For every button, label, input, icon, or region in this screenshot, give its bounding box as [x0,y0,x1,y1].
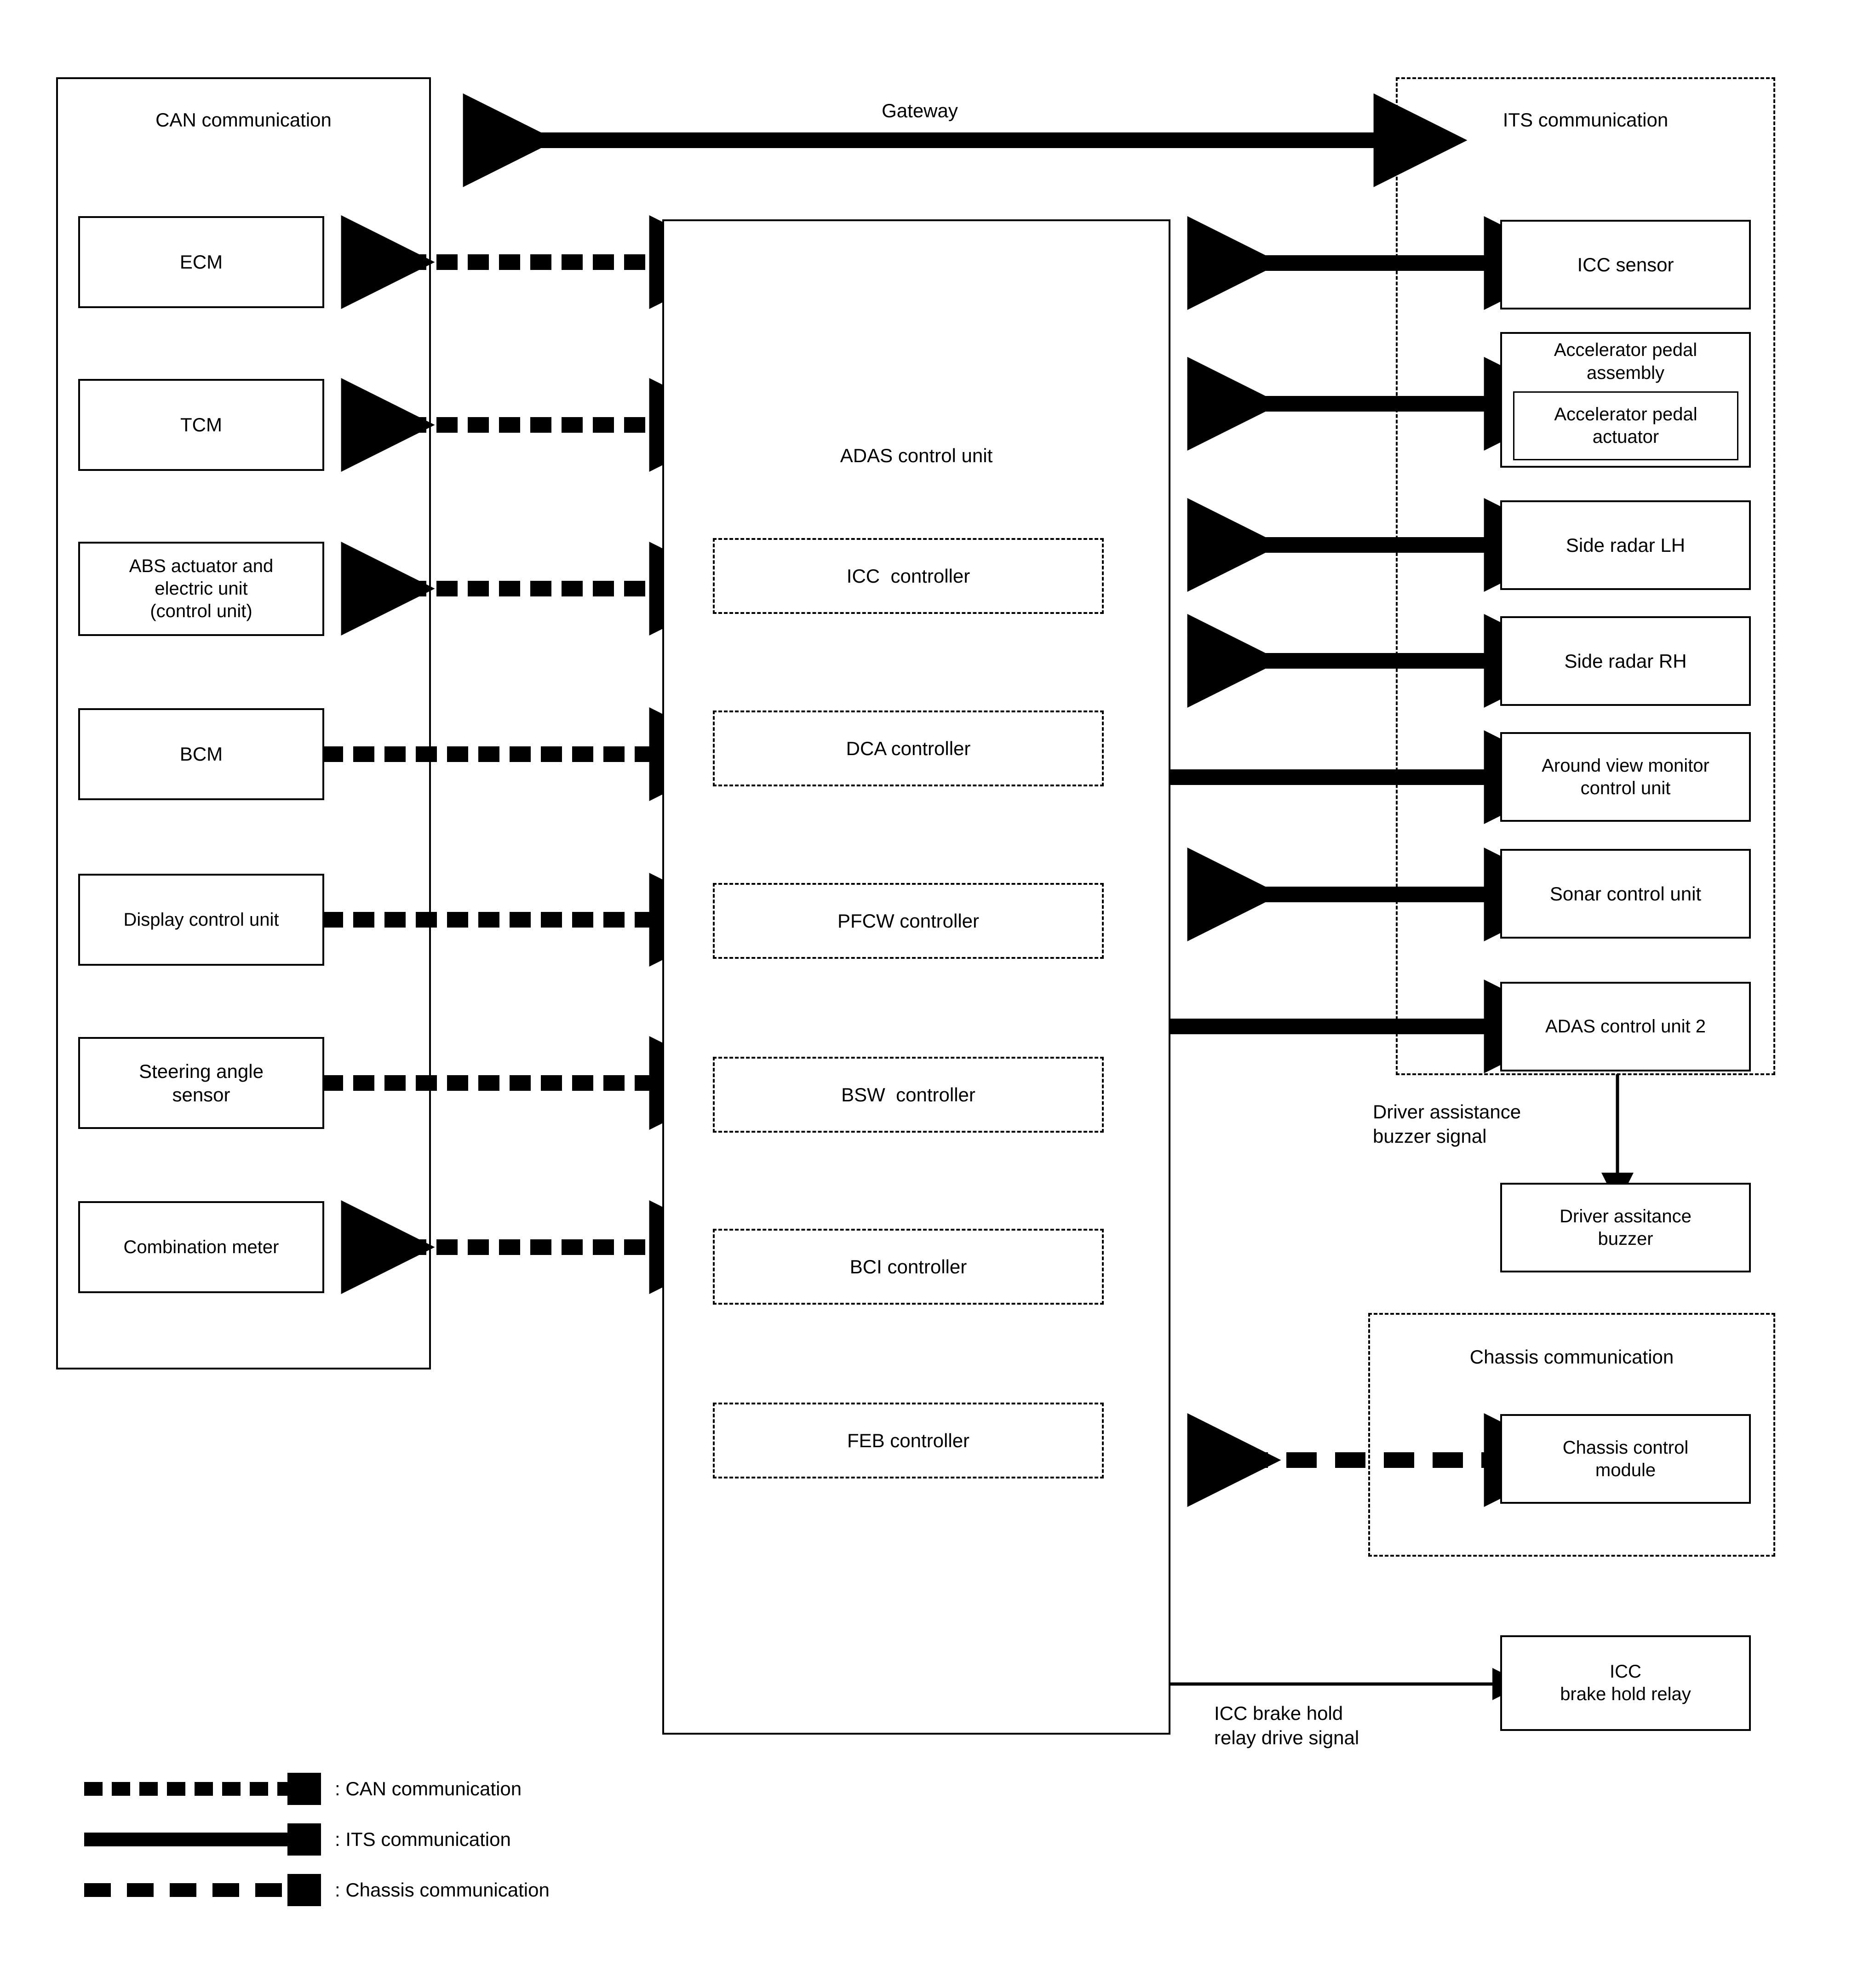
relay-signal-label: ICC brake hold relay drive signal [1214,1702,1359,1748]
node-accelerator-pedal-assembly[interactable]: Accelerator pedal assembly Accelerator p… [1500,332,1751,468]
buzzer-signal-label: Driver assistance buzzer signal [1373,1101,1521,1147]
node-driver-assistance-buzzer[interactable]: Driver assitance buzzer [1500,1183,1751,1272]
node-around-view-monitor-label: Around view monitor control unit [1542,755,1709,798]
controller-bci[interactable]: BCI controller [713,1229,1104,1305]
node-accelerator-pedal-actuator-label: Accelerator pedal actuator [1554,404,1697,447]
node-icc-sensor[interactable]: ICC sensor [1500,220,1751,309]
node-side-radar-rh[interactable]: Side radar RH [1500,616,1751,706]
adas-control-unit-title: ADAS control unit [840,445,993,466]
node-tcm-label: TCM [180,414,222,436]
legend-row-its: : ITS communication [82,1823,511,1856]
node-abs-actuator-label: ABS actuator and electric unit (control … [129,556,274,621]
controller-dca-label: DCA controller [846,737,971,759]
node-adas-control-unit-2-label: ADAS control unit 2 [1545,1016,1706,1037]
node-bcm[interactable]: BCM [78,708,324,800]
group-can-label: CAN communication [155,109,332,131]
group-chassis-communication [1368,1313,1775,1557]
legend-its-label: : ITS communication [335,1828,511,1850]
controller-dca[interactable]: DCA controller [713,710,1104,786]
node-abs-actuator[interactable]: ABS actuator and electric unit (control … [78,542,324,636]
group-chassis-label: Chassis communication [1469,1346,1674,1368]
group-its-communication [1396,77,1775,1075]
node-sonar-control-unit-label: Sonar control unit [1549,882,1702,905]
node-display-control-unit-label: Display control unit [123,909,279,930]
node-chassis-control-module[interactable]: Chassis control module [1500,1414,1751,1504]
controller-bsw[interactable]: BSW controller [713,1057,1104,1133]
node-steering-angle-sensor[interactable]: Steering angle sensor [78,1037,324,1129]
node-ecm-label: ECM [179,251,223,273]
node-driver-assistance-buzzer-label: Driver assitance buzzer [1560,1206,1692,1249]
node-side-radar-rh-label: Side radar RH [1564,650,1687,672]
controller-feb[interactable]: FEB controller [713,1403,1104,1478]
node-side-radar-lh-label: Side radar LH [1566,534,1686,556]
node-icc-sensor-label: ICC sensor [1577,253,1674,275]
controller-bci-label: BCI controller [849,1255,967,1278]
group-can-communication [56,77,431,1369]
legend-chassis-icon [84,1874,321,1906]
node-combination-meter-label: Combination meter [123,1237,279,1257]
node-around-view-monitor[interactable]: Around view monitor control unit [1500,732,1751,822]
node-accelerator-pedal-actuator[interactable]: Accelerator pedal actuator [1513,391,1738,460]
legend-row-chassis: : Chassis communication [82,1874,550,1906]
node-steering-angle-sensor-label: Steering angle sensor [139,1060,264,1106]
controller-pfcw-label: PFCW controller [837,910,980,932]
legend-row-can: : CAN communication [82,1773,522,1805]
node-ecm[interactable]: ECM [78,216,324,308]
legend-can-icon [84,1773,321,1805]
node-tcm[interactable]: TCM [78,379,324,471]
node-chassis-control-module-label: Chassis control module [1562,1437,1689,1480]
legend-can-label: : CAN communication [335,1778,522,1799]
node-adas-control-unit-2[interactable]: ADAS control unit 2 [1500,982,1751,1071]
legend-its-icon [84,1823,321,1856]
node-bcm-label: BCM [179,743,223,765]
node-accelerator-pedal-assembly-label: Accelerator pedal assembly [1554,340,1697,383]
node-sonar-control-unit[interactable]: Sonar control unit [1500,849,1751,939]
controller-pfcw[interactable]: PFCW controller [713,883,1104,959]
controller-feb-label: FEB controller [847,1429,970,1451]
legend-chassis-label: : Chassis communication [335,1879,550,1901]
node-combination-meter[interactable]: Combination meter [78,1201,324,1293]
node-display-control-unit[interactable]: Display control unit [78,874,324,966]
node-side-radar-lh[interactable]: Side radar LH [1500,500,1751,590]
adas-control-unit[interactable] [662,219,1170,1735]
controller-icc-label: ICC controller [846,565,970,587]
node-icc-brake-hold-relay[interactable]: ICC brake hold relay [1500,1635,1751,1731]
node-icc-brake-hold-relay-label: ICC brake hold relay [1560,1661,1691,1704]
controller-icc[interactable]: ICC controller [713,538,1104,614]
controller-bsw-label: BSW controller [841,1083,975,1106]
gateway-label: Gateway [882,100,958,121]
group-its-label: ITS communication [1502,109,1669,131]
